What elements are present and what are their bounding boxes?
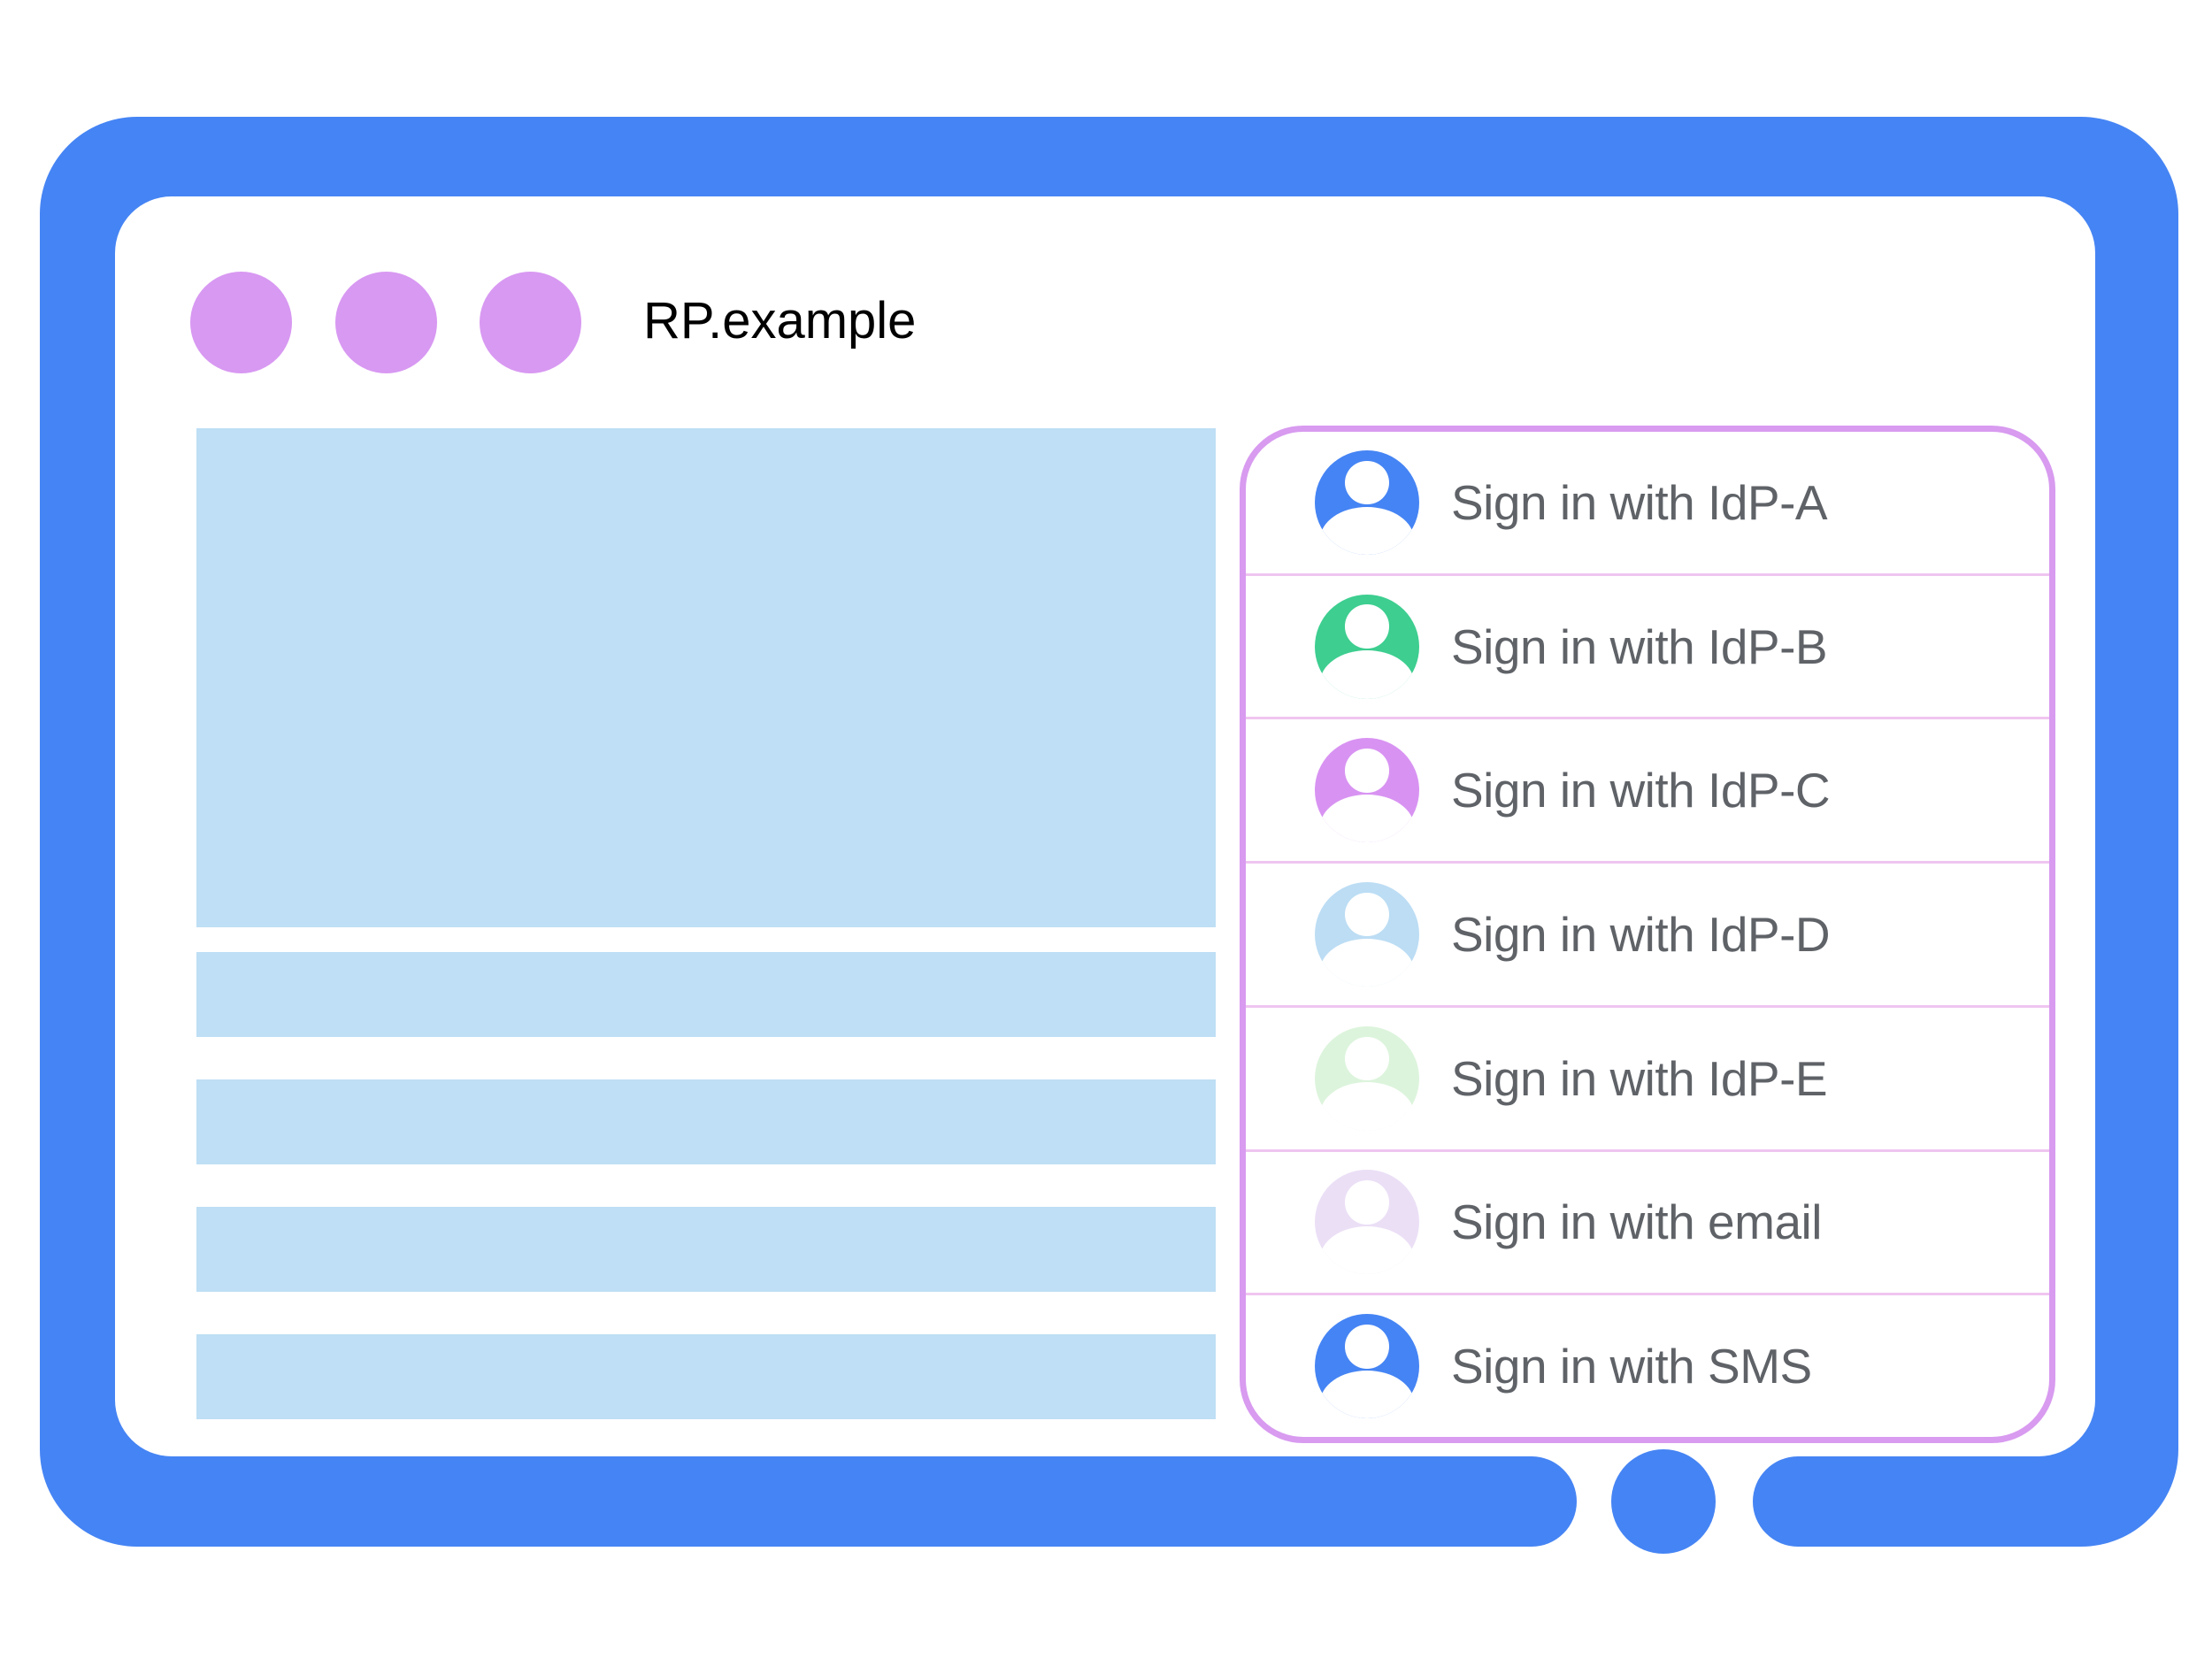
person-icon-shoulders (1319, 938, 1415, 987)
person-icon-shoulders (1319, 1370, 1415, 1419)
signin-option-label: Sign in with IdP-C (1451, 763, 1831, 818)
content-placeholder-bar (196, 1207, 1216, 1292)
page-title: RP.example (643, 292, 917, 349)
person-icon-shoulders (1319, 506, 1415, 555)
signin-panel: Sign in with IdP-A Sign in with IdP-B Si… (1240, 426, 2055, 1443)
person-icon-head (1345, 749, 1389, 793)
person-icon (1315, 594, 1419, 699)
bezel-cap-left (1486, 1456, 1577, 1547)
person-icon (1315, 1314, 1419, 1419)
person-icon-head (1345, 1324, 1389, 1369)
signin-option[interactable]: Sign in with IdP-E (1246, 1004, 2049, 1149)
person-icon-head (1345, 460, 1389, 505)
person-icon (1315, 882, 1419, 987)
window-control-dot-icon (190, 272, 292, 373)
person-icon (1315, 1025, 1419, 1131)
signin-option-label: Sign in with IdP-B (1451, 618, 1828, 674)
content-placeholder-bar (196, 1079, 1216, 1164)
window-control-dot-icon (480, 272, 581, 373)
signin-option-label: Sign in with email (1451, 1194, 1822, 1250)
person-icon-head (1345, 1036, 1389, 1081)
person-icon (1315, 449, 1419, 555)
signin-option[interactable]: Sign in with SMS (1246, 1293, 2049, 1437)
person-icon-shoulders (1319, 650, 1415, 699)
person-icon-head (1345, 892, 1389, 937)
signin-option-label: Sign in with IdP-D (1451, 907, 1831, 963)
content-placeholder-bar (196, 952, 1216, 1037)
window-control-dot-icon (335, 272, 437, 373)
person-icon-shoulders (1319, 795, 1415, 843)
person-icon-shoulders (1319, 1226, 1415, 1275)
signin-option[interactable]: Sign in with IdP-A (1246, 432, 2049, 573)
person-icon (1315, 738, 1419, 843)
person-icon-shoulders (1319, 1082, 1415, 1131)
signin-option[interactable]: Sign in with IdP-B (1246, 572, 2049, 718)
person-icon-head (1345, 1180, 1389, 1225)
signin-option[interactable]: Sign in with IdP-C (1246, 717, 2049, 861)
person-icon (1315, 1170, 1419, 1275)
signin-option-label: Sign in with IdP-E (1451, 1050, 1828, 1106)
signin-option[interactable]: Sign in with email (1246, 1148, 2049, 1294)
content-placeholder-bar (196, 1334, 1216, 1419)
person-icon-head (1345, 604, 1389, 649)
bezel-cap-right (1753, 1456, 1843, 1547)
signin-option-label: Sign in with IdP-A (1451, 474, 1828, 530)
signin-option-label: Sign in with SMS (1451, 1339, 1812, 1394)
device-home-button (1611, 1449, 1716, 1554)
content-placeholder-hero (196, 428, 1216, 927)
signin-option[interactable]: Sign in with IdP-D (1246, 861, 2049, 1005)
